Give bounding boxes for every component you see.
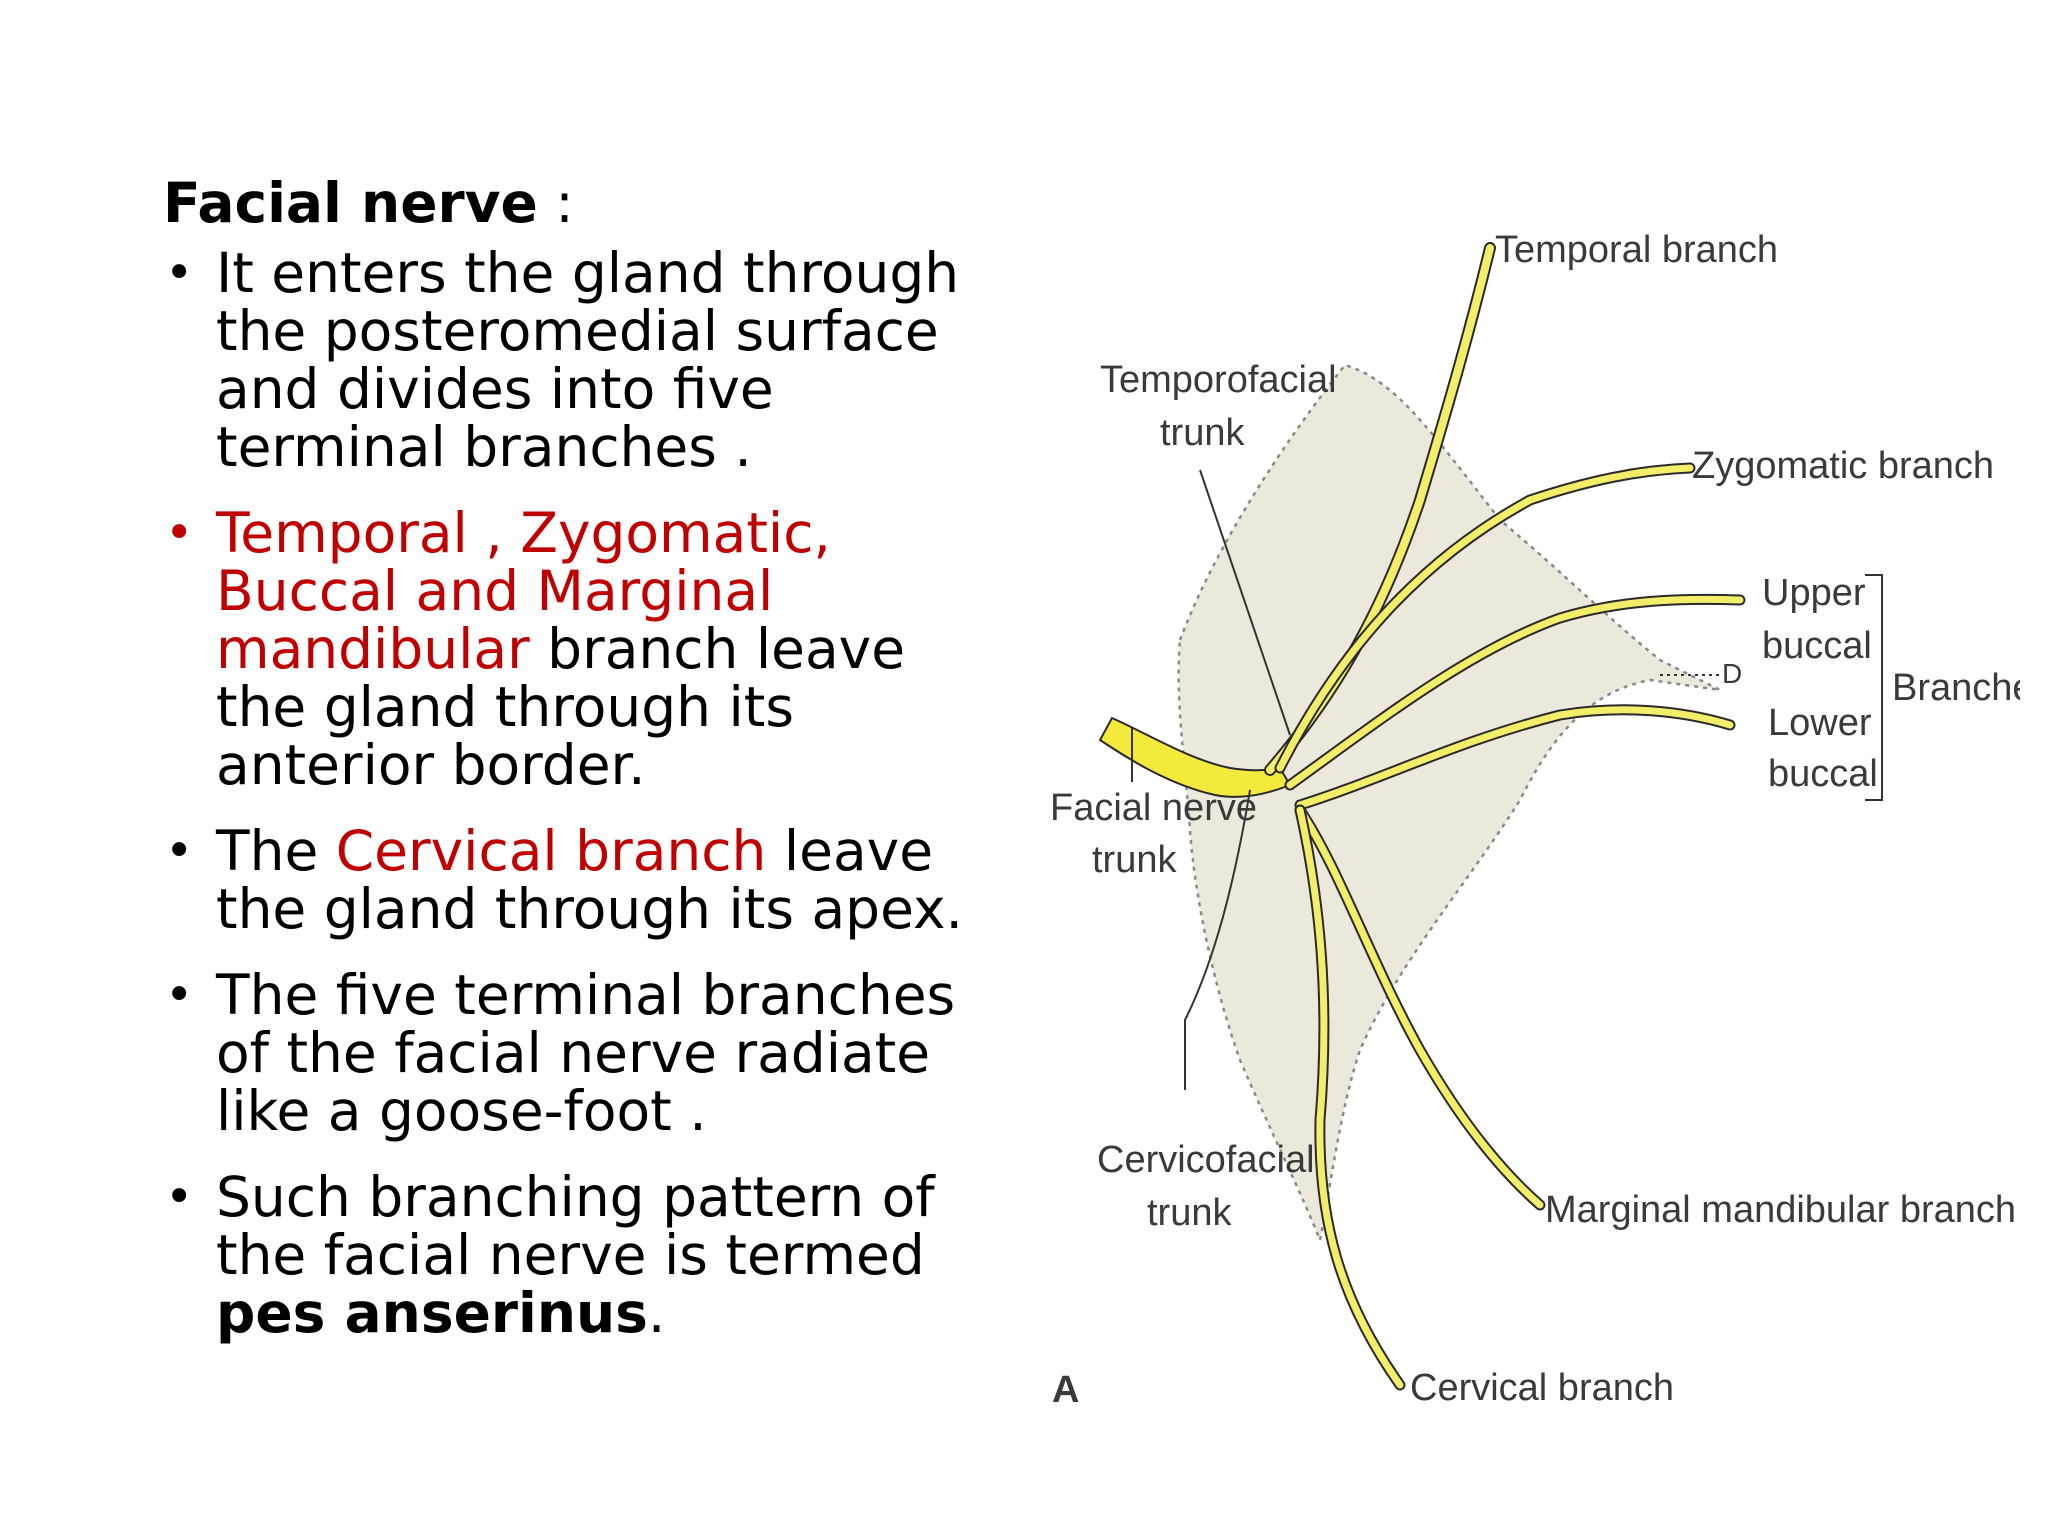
label-upper-buccal-1: Upper	[1762, 572, 1866, 614]
bullet-text-segment: branch leave the gland through its anter…	[216, 617, 906, 797]
bullet-item: • The Cervical branch leave the gland thr…	[163, 822, 1003, 938]
label-facial-nerve-1: Facial nerve	[1050, 787, 1257, 829]
label-panel-a: A	[1052, 1369, 1079, 1411]
bullet-item: • It enters the gland through the postero…	[163, 244, 1003, 476]
label-upper-buccal-2: buccal	[1762, 625, 1872, 667]
bullet-item: • Such branching pattern of the facial ne…	[163, 1168, 1003, 1342]
lower-buccal-branch-nerve	[1294, 704, 1736, 811]
label-cervicofacial-2: trunk	[1147, 1192, 1232, 1234]
label-marginal-mandibular: Marginal mandibular branch	[1545, 1189, 2016, 1231]
temporofacial-leader	[1199, 469, 1291, 736]
bullet-dot-icon: •	[165, 505, 194, 561]
bullet-text-segment: The	[216, 819, 336, 883]
label-facial-nerve-2: trunk	[1092, 839, 1177, 881]
upper-buccal-branch-nerve	[1284, 593, 1746, 791]
label-temporal-branch: Temporal branch	[1495, 229, 1778, 271]
cervicofacial-leader	[1184, 789, 1251, 1090]
cervical-branch-nerve	[1294, 804, 1406, 1391]
slide-heading: Facial nerve :	[163, 170, 1003, 236]
heading-bold: Facial nerve	[163, 171, 538, 235]
label-branches: Branches	[1892, 667, 2020, 709]
bullet-item: • Temporal , Zygomatic, Buccal and Margin…	[163, 504, 1003, 794]
branches-bracket	[1865, 574, 1883, 801]
label-lower-buccal-1: Lower	[1768, 702, 1872, 744]
label-lower-buccal-2: buccal	[1768, 753, 1878, 795]
facial-nerve-diagram: Temporal branch Temporofacial trunk Zygo…	[1050, 229, 2020, 1411]
label-cervicofacial-1: Cervicofacial	[1097, 1139, 1315, 1181]
marginal-mandibular-branch-nerve	[1294, 804, 1546, 1211]
label-d-mark: D	[1722, 658, 1742, 689]
bullet-text-segment: Temporal , Zygomatic, Buccal and Margina…	[216, 501, 831, 681]
label-zygomatic-branch: Zygomatic branch	[1692, 445, 1994, 487]
bullet-text-segment: It enters the gland through the posterom…	[216, 241, 960, 479]
slide-text: Facial nerve : • It enters the gland thro…	[163, 170, 1003, 1370]
bullet-text-segment: Cervical branch	[335, 819, 767, 883]
bullet-dot-icon: •	[165, 823, 194, 879]
label-cervical-branch: Cervical branch	[1410, 1367, 1674, 1409]
bullet-item: • The five terminal branches of the facia…	[163, 966, 1003, 1140]
bullet-dot-icon: •	[165, 967, 194, 1023]
bullet-list: • It enters the gland through the postero…	[163, 244, 1003, 1342]
bullet-text-segment: pes anserinus	[216, 1281, 648, 1345]
bullet-text-segment: Such branching pattern of the facial ner…	[216, 1165, 935, 1287]
bullet-text-segment: The five terminal branches of the facial…	[216, 963, 956, 1143]
parotid-gland-outline	[1177, 363, 1721, 1245]
bullet-text-segment: .	[647, 1281, 666, 1345]
bullet-text-segment: leave the gland through its apex.	[216, 819, 963, 941]
label-temporofacial-1: Temporofacial	[1100, 359, 1337, 401]
bullet-dot-icon: •	[165, 1169, 194, 1225]
bullet-dot-icon: •	[165, 245, 194, 301]
heading-colon: :	[537, 171, 574, 235]
label-temporofacial-2: trunk	[1160, 412, 1245, 454]
zygomatic-branch-nerve	[1274, 462, 1696, 774]
